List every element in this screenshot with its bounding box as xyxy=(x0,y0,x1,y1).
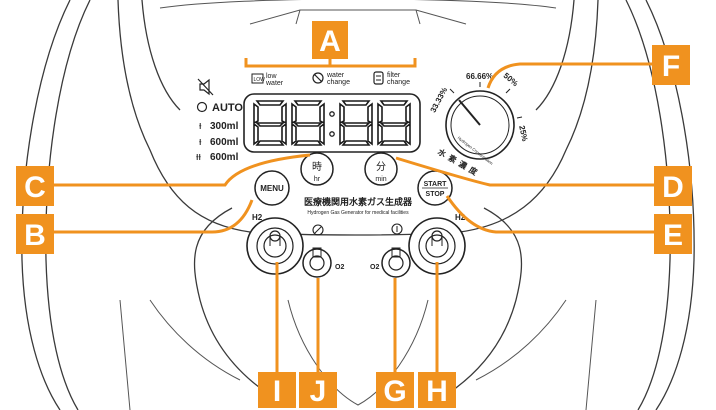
low-water-indicator: LOW low water xyxy=(251,73,284,87)
callout-a: A xyxy=(312,21,348,59)
svg-text:E: E xyxy=(663,219,683,252)
ml300-label: 300ml xyxy=(210,121,239,132)
dial-label-25: 25% xyxy=(517,125,529,143)
h2-port-left[interactable] xyxy=(246,217,304,275)
ml300-mode-item: ᵻ 300ml xyxy=(199,120,239,132)
svg-text:A: A xyxy=(319,25,341,58)
callout-e: E xyxy=(654,214,692,254)
auto-icon xyxy=(196,101,208,113)
water-change-label-2: change xyxy=(327,79,350,86)
hour-kanji: 時 xyxy=(312,161,322,173)
start-label: START xyxy=(424,181,448,188)
inhaler-icon-right xyxy=(391,223,403,235)
callout-j: J xyxy=(299,372,337,408)
water-change-indicator: water change xyxy=(312,72,350,86)
svg-text:B: B xyxy=(24,219,46,252)
o2-left-label: O2 xyxy=(335,264,344,271)
filter-change-label-2: change xyxy=(387,79,410,86)
svg-text:D: D xyxy=(662,171,684,204)
seven-segment-display xyxy=(243,93,421,153)
auto-mode-item: AUTO xyxy=(196,101,243,114)
svg-text:J: J xyxy=(310,375,327,408)
h2-right-label: H2 xyxy=(455,213,466,222)
ml600a-mode-item: ᵻ 600ml xyxy=(199,136,239,148)
callout-g: G xyxy=(376,372,414,408)
svg-text:F: F xyxy=(662,50,680,83)
filter-change-label-1: filter xyxy=(387,72,401,79)
callout-h: H xyxy=(418,372,456,408)
filter-change-icon xyxy=(373,71,384,85)
ml600a-label: 600ml xyxy=(210,137,239,148)
minute-button[interactable]: 分 min xyxy=(364,152,398,186)
hydrogen-concentration-dial[interactable] xyxy=(445,82,523,160)
svg-text:C: C xyxy=(24,171,46,204)
dial-ticks xyxy=(449,82,523,119)
inhaler-icon-left xyxy=(312,224,324,236)
single-dot-icon: ᵻ xyxy=(199,120,202,132)
dial-pointer xyxy=(458,99,481,126)
svg-text:H: H xyxy=(426,375,448,408)
callout-i: I xyxy=(258,372,296,408)
hour-latin: hr xyxy=(314,176,321,183)
o2-port-left[interactable] xyxy=(302,247,332,278)
water-change-icon xyxy=(312,72,324,84)
minute-latin: min xyxy=(375,176,386,183)
minute-kanji: 分 xyxy=(376,161,386,173)
dial-label-33: 33.33% xyxy=(429,86,450,114)
dial-label-66: 66.66% xyxy=(466,72,493,81)
mode-indicators: AUTO ᵻ 300ml ᵻ 600ml ᵻᵻ 600ml xyxy=(196,78,243,163)
svg-text:I: I xyxy=(273,375,281,408)
ml600b-mode-item: ᵻᵻ 600ml xyxy=(196,151,239,163)
menu-label: MENU xyxy=(260,184,284,193)
h2-left-label: H2 xyxy=(252,213,263,222)
menu-button[interactable]: MENU xyxy=(254,170,290,206)
callout-c: C xyxy=(16,166,54,206)
o2-port-right[interactable] xyxy=(381,247,411,278)
callout-d: D xyxy=(654,166,692,206)
low-water-label-1: low xyxy=(266,73,277,80)
o2-right-label: O2 xyxy=(370,264,379,271)
stop-label: STOP xyxy=(426,191,445,198)
hour-button[interactable]: 時 hr xyxy=(300,152,334,186)
speaker-mute-icon xyxy=(197,78,214,96)
device-name-jp: 医療機関用水素ガス生成器 xyxy=(304,196,413,207)
ml600b-label: 600ml xyxy=(210,152,239,163)
callout-f: F xyxy=(652,45,690,85)
single-dot-icon: ᵻ xyxy=(199,136,202,148)
leader-lines xyxy=(54,58,654,372)
start-stop-button[interactable]: START STOP xyxy=(417,170,453,206)
svg-text:G: G xyxy=(383,375,406,408)
double-dot-icon: ᵻᵻ xyxy=(196,151,201,163)
dial-label-50: 50% xyxy=(502,71,520,88)
low-water-icon-text: LOW xyxy=(254,77,266,83)
callout-b: B xyxy=(16,214,54,254)
device-name-en: Hydrogen Gas Generator for medical facil… xyxy=(307,210,409,216)
low-water-label-2: water xyxy=(265,80,284,87)
water-change-label-1: water xyxy=(326,72,345,79)
filter-change-indicator: filter change xyxy=(373,71,410,86)
auto-label: AUTO xyxy=(212,102,243,114)
